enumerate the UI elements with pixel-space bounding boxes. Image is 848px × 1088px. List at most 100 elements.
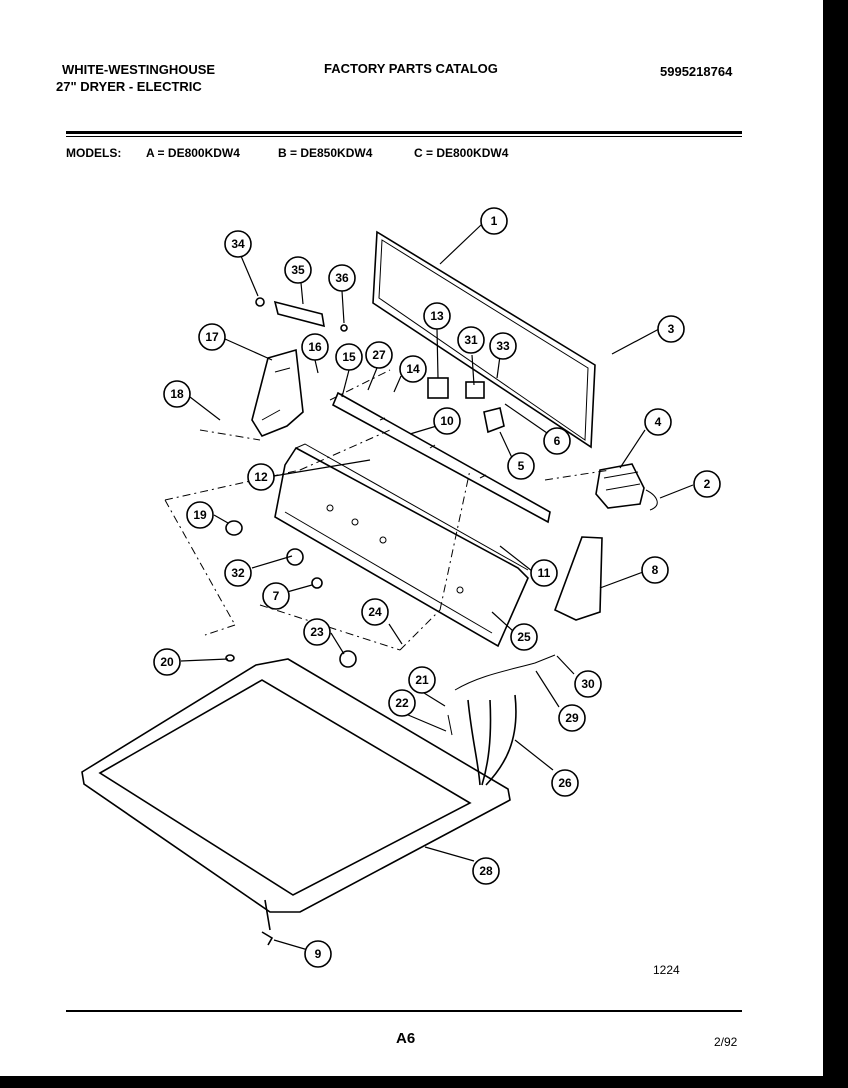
callout-2: 2 [693,470,721,498]
page-number: A6 [396,1030,416,1047]
callout-4: 4 [644,408,672,436]
models-label: MODELS: [66,146,122,160]
callout-23: 23 [303,618,331,646]
back-panel [372,230,596,449]
svg-text:18: 18 [170,387,184,401]
callout-28: 28 [472,857,500,885]
wire-harness [447,654,556,786]
callout-leaders [180,224,694,951]
catalog-sheet [0,0,823,1076]
callout-31: 31 [457,326,485,354]
svg-text:36: 36 [335,271,349,285]
callout-33: 33 [489,332,517,360]
svg-text:33: 33 [496,339,510,353]
callout-32: 32 [224,559,252,587]
svg-text:10: 10 [440,414,454,428]
callout-21: 21 [408,666,436,694]
header-rule-thin [66,136,742,137]
callout-19: 19 [186,501,214,529]
left-end-cap [251,348,304,437]
svg-text:28: 28 [479,864,493,878]
callout-35: 35 [284,256,312,284]
callout-11: 11 [530,559,558,587]
callout-17: 17 [198,323,226,351]
leveling-foot [261,899,274,946]
svg-text:15: 15 [342,350,356,364]
callout-34: 34 [224,230,252,258]
callout-9: 9 [304,940,332,968]
svg-text:20: 20 [160,655,174,669]
callout-10: 10 [433,407,461,435]
control-console [274,443,529,648]
callout-5: 5 [507,452,535,480]
svg-text:35: 35 [291,263,305,277]
callout-18: 18 [163,380,191,408]
svg-text:24: 24 [368,605,382,619]
model-b: B = DE850KDW4 [278,146,373,160]
svg-text:8: 8 [652,563,659,577]
callout-36: 36 [328,264,356,292]
model-c: C = DE800KDW4 [414,146,509,160]
callout-29: 29 [558,704,586,732]
bracket-parts [255,297,348,332]
svg-text:13: 13 [430,309,444,323]
svg-text:30: 30 [581,677,595,691]
catalog-title: FACTORY PARTS CATALOG [324,61,498,76]
callout-14: 14 [399,355,427,383]
svg-text:22: 22 [395,696,409,710]
svg-text:31: 31 [464,333,478,347]
svg-text:2: 2 [704,477,711,491]
header-rule-thick [66,131,742,134]
svg-text:1: 1 [491,214,498,228]
callout-30: 30 [574,670,602,698]
svg-text:12: 12 [254,470,268,484]
svg-text:21: 21 [415,673,429,687]
callout-12: 12 [247,463,275,491]
svg-text:5: 5 [518,459,525,473]
brand-name: WHITE-WESTINGHOUSE [62,62,216,77]
svg-text:19: 19 [193,508,207,522]
svg-text:14: 14 [406,362,420,376]
svg-text:27: 27 [372,348,386,362]
timer-motor [595,463,658,511]
top-cover [81,658,511,913]
svg-text:6: 6 [554,434,561,448]
svg-text:9: 9 [315,947,322,961]
figure-id: 1224 [653,963,680,977]
callout-7: 7 [262,582,290,610]
callout-27: 27 [365,341,393,369]
svg-text:11: 11 [538,566,551,580]
footer-rule [66,1010,742,1012]
svg-text:29: 29 [565,711,579,725]
svg-text:25: 25 [517,630,531,644]
svg-text:26: 26 [558,776,572,790]
svg-text:16: 16 [308,340,322,354]
callout-25: 25 [510,623,538,651]
svg-text:7: 7 [273,589,280,603]
svg-text:17: 17 [205,330,219,344]
right-end-cap [553,536,603,621]
callout-24: 24 [361,598,389,626]
console-bracket [331,391,551,524]
product-name: 27" DRYER - ELECTRIC [56,79,202,94]
catalog-number: 5995218764 [660,64,733,79]
callout-1: 1 [480,207,508,235]
revision-date: 2/92 [714,1035,738,1049]
svg-text:3: 3 [668,322,675,336]
callout-8: 8 [641,556,669,584]
svg-text:34: 34 [231,237,245,251]
callout-13: 13 [423,302,451,330]
model-a: A = DE800KDW4 [146,146,240,160]
callout-20: 20 [153,648,181,676]
callout-26: 26 [551,769,579,797]
knobs [225,520,357,668]
callout-3: 3 [657,315,685,343]
callout-15: 15 [335,343,363,371]
callout-6: 6 [543,427,571,455]
callout-16: 16 [301,333,329,361]
svg-text:4: 4 [655,415,662,429]
callout-22: 22 [388,689,416,717]
svg-text:23: 23 [310,625,324,639]
svg-text:32: 32 [231,566,245,580]
